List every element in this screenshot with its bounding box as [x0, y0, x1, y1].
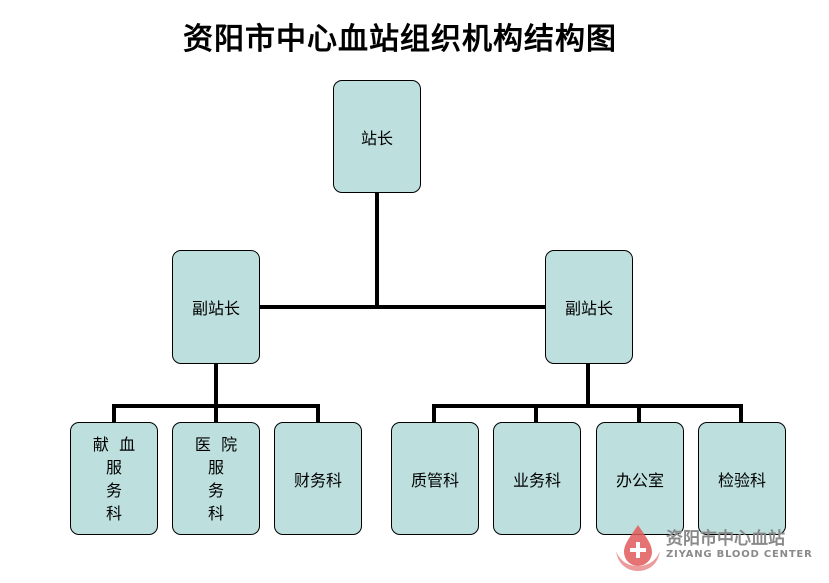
chart-title: 资阳市中心血站组织机构结构图	[183, 22, 617, 57]
node-office: 办公室	[596, 422, 684, 535]
node-quality-label: 质管科	[410, 470, 459, 490]
node-inspection: 检验科	[698, 422, 786, 535]
node-director-label: 站长	[360, 128, 393, 148]
node-director: 站长	[333, 80, 421, 193]
node-hospital-service-label: 医 院 服 务 科	[194, 434, 238, 523]
node-deputy-left: 副站长	[172, 250, 260, 364]
node-deputy-left-label: 副站长	[191, 299, 240, 318]
node-inspection-label: 检验科	[717, 470, 766, 490]
node-business: 业务科	[493, 422, 581, 535]
blood-drop-hands-icon	[616, 525, 660, 571]
node-deputy-right: 副站长	[545, 250, 633, 364]
node-finance-label: 财务科	[293, 470, 342, 490]
node-finance: 财务科	[274, 422, 362, 535]
logo-english: ZIYANG BLOOD CENTER	[666, 549, 813, 560]
blood-center-logo: 资阳市中心血站 ZIYANG BLOOD CENTER	[612, 521, 812, 573]
node-office-label: 办公室	[615, 470, 664, 490]
node-business-label: 业务科	[512, 470, 561, 490]
logo-name: 资阳市中心血站	[666, 529, 785, 549]
node-blood-donation-label: 献 血 服 务 科	[92, 434, 136, 523]
node-hospital-service: 医 院 服 务 科	[172, 422, 260, 535]
node-blood-donation: 献 血 服 务 科	[70, 422, 158, 535]
node-quality: 质管科	[391, 422, 479, 535]
node-deputy-right-label: 副站长	[564, 299, 613, 318]
